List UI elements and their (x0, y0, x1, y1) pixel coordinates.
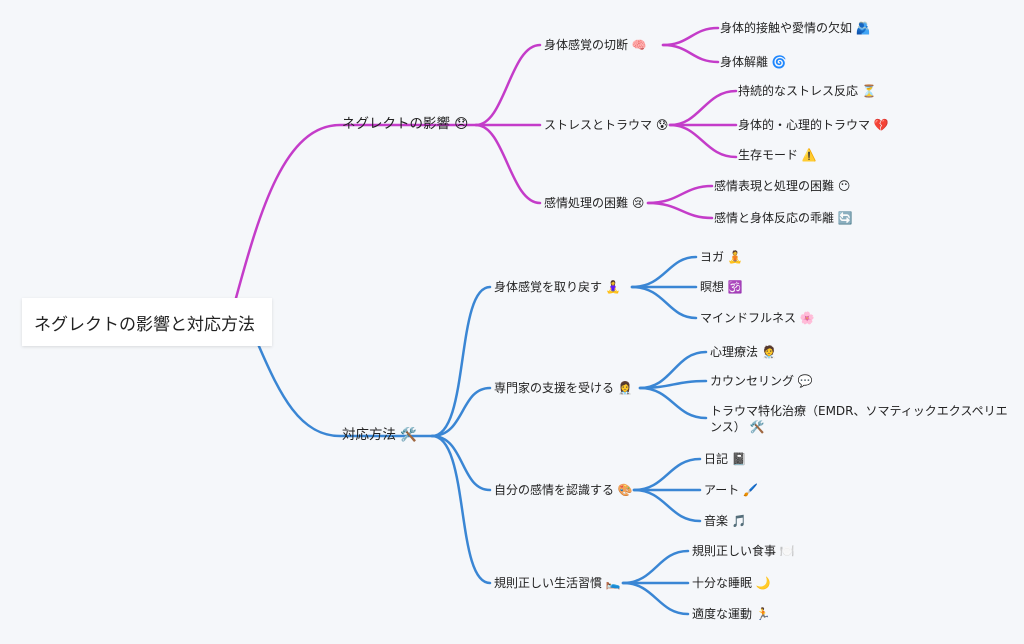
link-d3-g2 (621, 581, 690, 616)
link-d2-g0 (632, 457, 702, 492)
link-d1-g0 (638, 350, 708, 390)
link-coping-c2 (430, 434, 492, 492)
leaf-impact-1-0[interactable]: 持続的なストレス反応 ⏳ (738, 84, 877, 98)
link-coping-c3 (430, 434, 492, 585)
node-impact-emotion-difficulty[interactable]: 感情処理の困難 😢 (544, 196, 645, 210)
link-c2-g0 (646, 184, 714, 205)
leaf-impact-1-1[interactable]: 身体的・心理的トラウマ 💔 (738, 118, 889, 132)
leaf-impact-0-1[interactable]: 身体解離 🌀 (720, 55, 787, 69)
leaf-impact-2-0[interactable]: 感情表現と処理の困難 😶 (714, 179, 851, 193)
link-c1-g2 (668, 123, 738, 159)
link-impact-c0 (474, 43, 542, 127)
node-coping-professional[interactable]: 専門家の支援を受ける 👩‍⚕️ (494, 381, 633, 395)
link-c1-g0 (668, 89, 738, 127)
leaf-coping-1-0[interactable]: 心理療法 🧑‍⚕️ (710, 345, 777, 359)
link-d1-g2 (638, 386, 708, 420)
node-impact-stress-trauma[interactable]: ストレスとトラウマ 😰 (544, 118, 669, 132)
link-d3-g0 (621, 549, 690, 585)
node-coping-recognize-emotion[interactable]: 自分の感情を認識する 🎨 (494, 483, 633, 497)
leaf-impact-2-1[interactable]: 感情と身体反応の乖離 🔄 (714, 211, 853, 225)
leaf-coping-2-0[interactable]: 日記 📓 (704, 452, 747, 466)
link-c2-g1 (646, 201, 714, 220)
leaf-coping-1-2[interactable]: トラウマ特化治療（EMDR、ソマティックエクスペリエンス） 🛠️ (710, 404, 1008, 434)
link-root-coping (256, 342, 434, 438)
link-coping-c1 (430, 386, 492, 438)
node-impact[interactable]: ネグレクトの影響 😞 (342, 116, 469, 132)
node-coping[interactable]: 対応方法 🛠️ (342, 427, 418, 443)
leaf-coping-0-2[interactable]: マインドフルネス 🌸 (700, 311, 815, 325)
leaf-coping-2-1[interactable]: アート 🖌️ (704, 483, 759, 497)
link-root-impact (234, 123, 478, 300)
node-coping-body-sense[interactable]: 身体感覚を取り戻す 🧘‍♀️ (494, 280, 621, 294)
node-coping-routine[interactable]: 規則正しい生活習慣 🛌 (494, 576, 621, 590)
link-d2-g2 (632, 488, 702, 523)
node-impact-body-disconnect[interactable]: 身体感覚の切断 🧠 (544, 38, 647, 52)
link-d0-g2 (630, 285, 698, 320)
leaf-coping-3-2[interactable]: 適度な運動 🏃 (692, 607, 771, 621)
leaf-impact-1-2[interactable]: 生存モード ⚠️ (738, 148, 817, 162)
leaf-impact-0-0[interactable]: 身体的接触や愛情の欠如 🫂 (720, 21, 871, 35)
leaf-coping-2-2[interactable]: 音楽 🎵 (704, 514, 747, 528)
link-c0-g1 (661, 43, 720, 64)
link-impact-c2 (474, 123, 542, 205)
leaf-coping-1-1[interactable]: カウンセリング 💬 (710, 374, 813, 388)
link-d0-g0 (630, 255, 698, 289)
leaf-coping-0-0[interactable]: ヨガ 🧘 (700, 250, 743, 264)
link-c0-g0 (661, 26, 720, 47)
leaf-coping-0-1[interactable]: 瞑想 🕉️ (700, 280, 743, 294)
link-coping-c0 (430, 285, 492, 438)
link-d1-g1 (638, 379, 708, 390)
leaf-coping-3-0[interactable]: 規則正しい食事 🍽️ (692, 544, 795, 558)
root-node[interactable]: ネグレクトの影響と対応方法 (22, 298, 272, 346)
leaf-coping-3-1[interactable]: 十分な睡眠 🌙 (692, 576, 771, 590)
